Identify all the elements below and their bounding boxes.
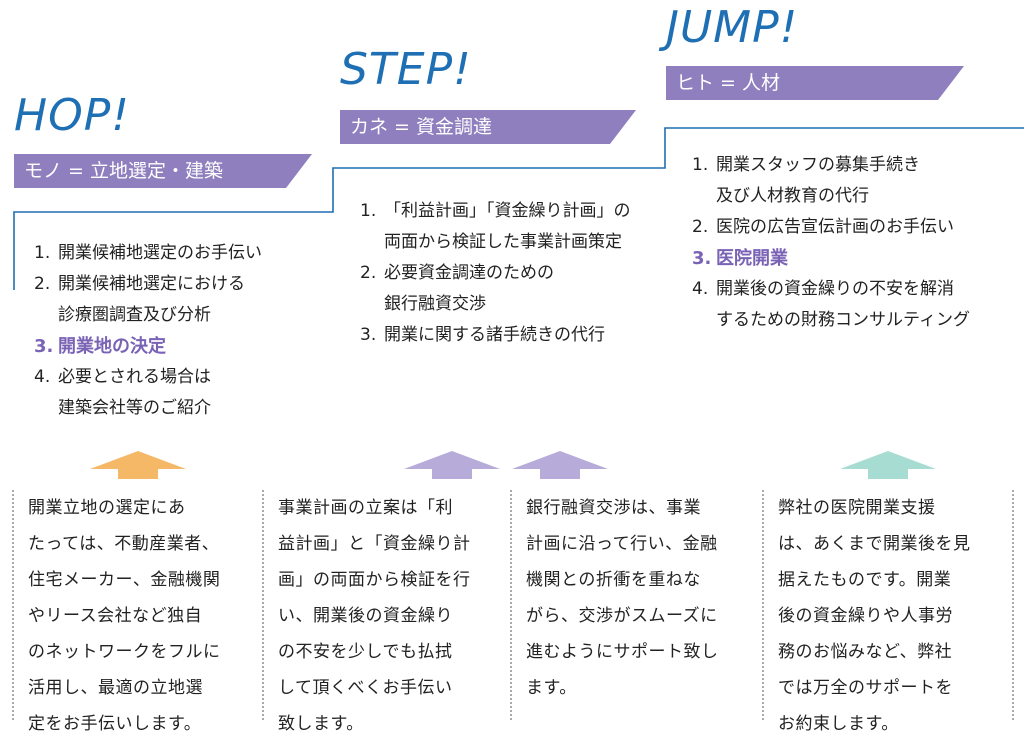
arrow-up-icon [840,451,936,479]
step-item: 2.開業候補地選定における [34,274,245,294]
arrow-up-icon [404,451,500,479]
step-list-step: 1.「利益計画」「資金繰り計画」の 両面から検証した事業計画策定 2.必要資金調… [360,196,631,351]
arrow-up-icon [90,451,186,479]
column-divider [762,490,764,720]
step-item-continued: するための財務コンサルティング [716,310,970,330]
column-divider [1012,490,1014,720]
arrow-up-icon [512,451,608,479]
column-divider [510,490,512,720]
step-item-highlight: 3.医院開業 [692,248,788,269]
step-list-hop: 1.開業候補地選定のお手伝い 2.開業候補地選定における 診療圏調査及び分析 3… [34,238,262,424]
step-item-continued: 建築会社等のご紹介 [58,398,211,418]
step-item: 2.医院の広告宣伝計画のお手伝い [692,217,954,237]
stage-title-step: STEP! [340,44,472,95]
step-item: 1.開業候補地選定のお手伝い [34,243,262,263]
step-item-continued: 及び人材教育の代行 [716,186,869,206]
step-item: 3.開業に関する諸手続きの代行 [360,325,605,345]
step-item: 4.必要とされる場合は [34,367,211,387]
stage-banner-jump: ヒト = 人材 [666,66,964,100]
step-item-continued: 銀行融資交渉 [384,294,486,314]
description-hop: 開業立地の選定にあたっては、不動産業者、住宅メーカー、金融機関やリース会社など独… [28,498,221,734]
step-item: 4.開業後の資金繰りの不安を解消 [692,279,954,299]
step-item-highlight: 3.開業地の決定 [34,336,166,357]
step-item: 2.必要資金調達のための [360,263,554,283]
column-divider [12,490,14,720]
description-step-loan: 銀行融資交渉は、事業計画に沿って行い、金融機関との折衝を重ねながら、交渉がスムー… [526,498,719,698]
step-item: 1.「利益計画」「資金繰り計画」の [360,201,631,221]
step-item: 1.開業スタッフの募集手続き [692,155,920,175]
description-step-plan: 事業計画の立案は「利益計画」と「資金繰り計画」の両面から検証を行い、開業後の資金… [278,498,471,734]
stage-title-jump: JUMP! [666,2,799,53]
description-jump: 弊社の医院開業支援は、あくまで開業後を見据えたものです。開業後の資金繰りや人事労… [778,498,971,734]
column-divider [262,490,264,720]
step-item-continued: 両面から検証した事業計画策定 [384,232,622,252]
stage-banner-step: カネ = 資金調達 [340,110,636,144]
step-list-jump: 1.開業スタッフの募集手続き 及び人材教育の代行 2.医院の広告宣伝計画のお手伝… [692,150,970,336]
step-item-continued: 診療圏調査及び分析 [58,305,211,325]
stage-title-hop: HOP! [14,90,130,141]
stage-banner-hop: モノ = 立地選定・建築 [14,154,312,188]
